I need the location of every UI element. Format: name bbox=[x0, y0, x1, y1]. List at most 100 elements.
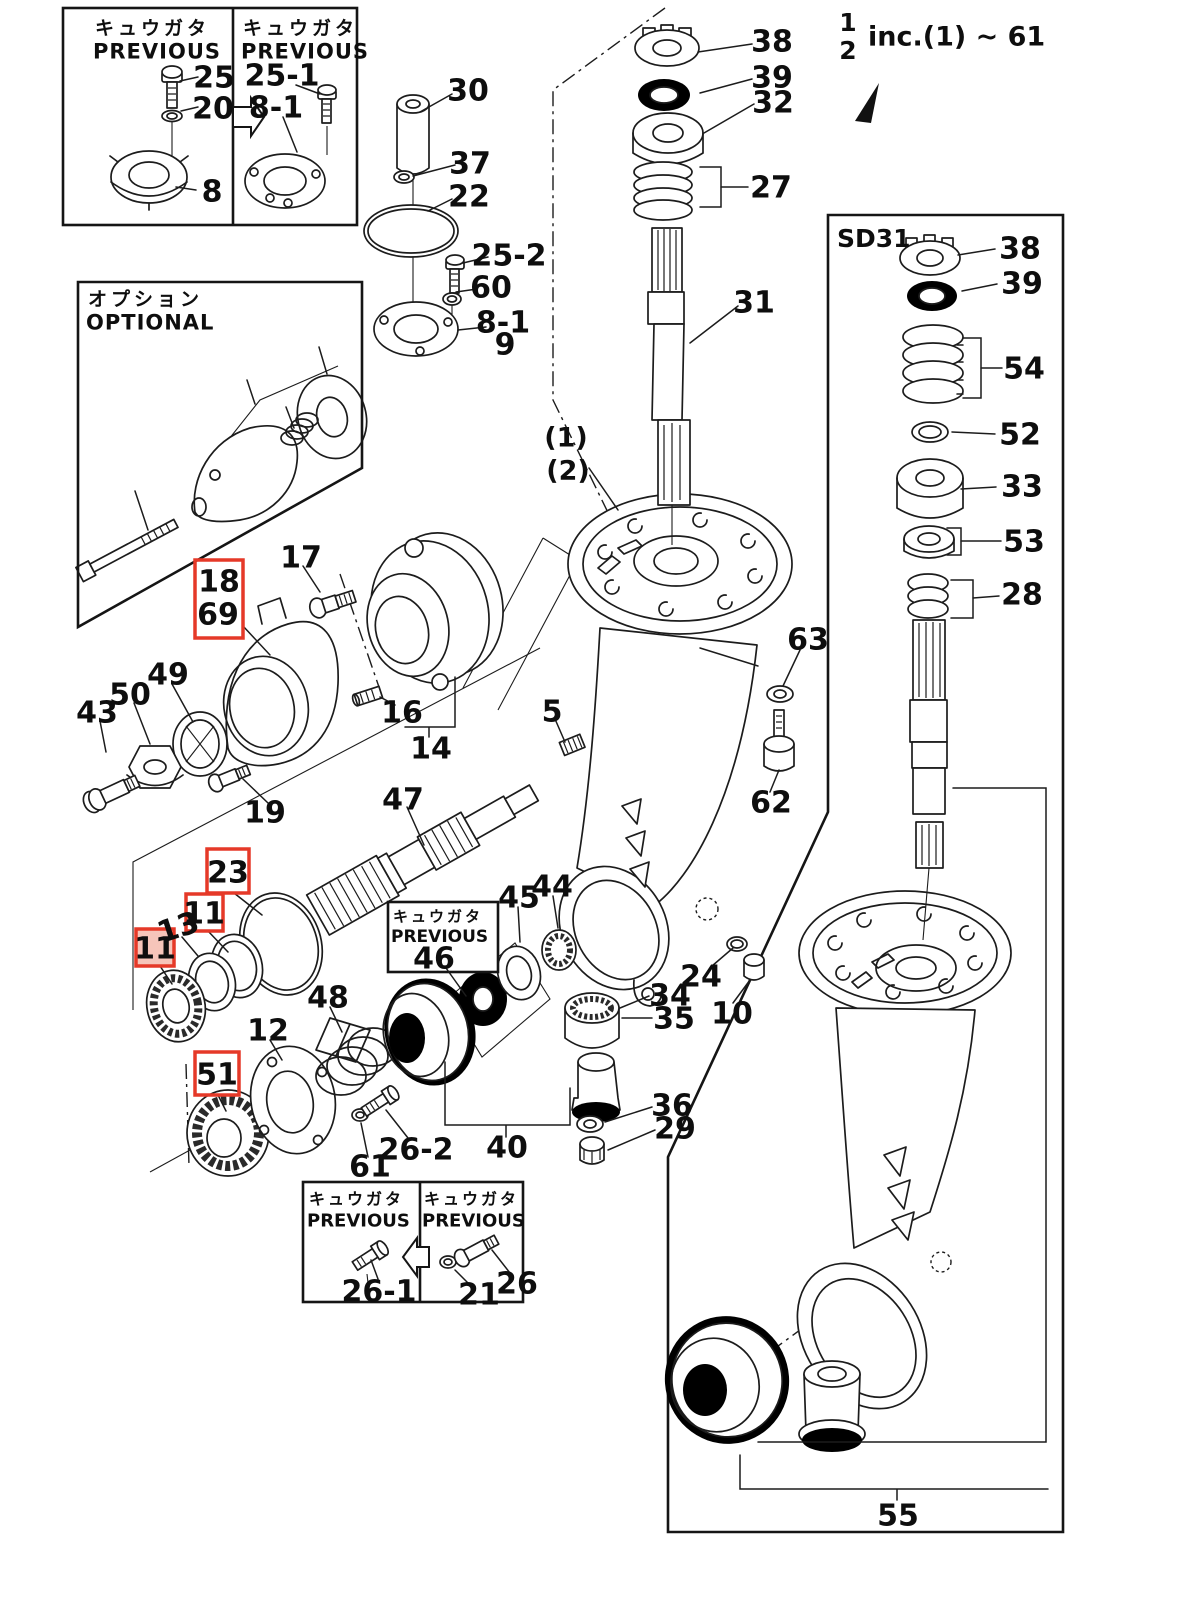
previous-arrow-right bbox=[232, 94, 266, 140]
part-label-prev1-en: PREVIOUS bbox=[93, 39, 221, 63]
right-housing bbox=[796, 867, 1012, 1440]
part-label-11-lower: 11 bbox=[134, 932, 176, 967]
castle-nut-38 bbox=[634, 24, 700, 67]
gasket-plate-12 bbox=[249, 1045, 337, 1155]
part-label-20: 20 bbox=[192, 92, 234, 127]
bearing-32 bbox=[632, 112, 704, 165]
part-label-69: 69 bbox=[197, 598, 239, 633]
part-label-43: 43 bbox=[76, 696, 118, 731]
part-label-14: 14 bbox=[410, 732, 452, 767]
plug-10 bbox=[743, 953, 765, 981]
sd-castle-nut-38 bbox=[899, 234, 961, 276]
part-label-35: 35 bbox=[653, 1002, 695, 1037]
bushing-55 bbox=[798, 1360, 866, 1452]
washer-63 bbox=[766, 685, 794, 703]
part-label-21: 21 bbox=[458, 1278, 500, 1313]
part-label-54: 54 bbox=[1003, 352, 1045, 387]
gland-nut-8 bbox=[109, 150, 189, 211]
plate-8-1 bbox=[244, 153, 326, 209]
part-label-frac-2: 2 bbox=[839, 36, 856, 65]
part-label-18: 18 bbox=[198, 565, 240, 600]
part-label-26-1: 26-1 bbox=[341, 1275, 416, 1310]
part-label-paren-1: (1) bbox=[544, 422, 587, 453]
part-label-11-upper: 11 bbox=[183, 897, 225, 932]
part-label-prev46-en: PREVIOUS bbox=[391, 927, 488, 947]
highlight-box-11-lower[interactable] bbox=[134, 927, 176, 968]
washer-20 bbox=[161, 109, 183, 123]
part-label-27: 27 bbox=[750, 171, 792, 206]
part-label-51: 51 bbox=[196, 1058, 238, 1093]
ring-37 bbox=[393, 170, 415, 184]
plate-9 bbox=[373, 301, 459, 357]
part-label-36: 36 bbox=[651, 1089, 693, 1124]
stud-68 bbox=[75, 518, 179, 583]
part-label-prevb1-en: PREVIOUS bbox=[307, 1210, 410, 1231]
highlight-box-23[interactable] bbox=[205, 847, 251, 895]
part-label-9: 9 bbox=[495, 328, 516, 363]
part-label-22: 22 bbox=[448, 180, 490, 215]
ring-24 bbox=[726, 936, 748, 952]
bolt-26 bbox=[453, 1234, 500, 1268]
highlight-box-18-69[interactable] bbox=[193, 558, 245, 640]
part-label-prevb2-jp: キュウガタ bbox=[424, 1190, 519, 1209]
part-label-sd31: SD31 bbox=[837, 224, 911, 253]
highlight-box-51[interactable] bbox=[193, 1050, 241, 1097]
bolt-26-2 bbox=[360, 1085, 400, 1118]
part-label-23: 23 bbox=[207, 856, 249, 891]
part-label-62: 62 bbox=[750, 786, 792, 821]
bolt-25 bbox=[161, 65, 183, 158]
part-label-prev46-jp: キュウガタ bbox=[393, 907, 483, 925]
seal-49 bbox=[172, 711, 228, 777]
part-label-5: 5 bbox=[542, 695, 563, 730]
flange-bolt-holes bbox=[597, 512, 763, 617]
bearing-51 bbox=[186, 1089, 270, 1177]
spring-66 bbox=[280, 412, 319, 446]
pinion-shaft-47 bbox=[305, 784, 540, 936]
part-label-46: 46 bbox=[413, 942, 455, 977]
part-label-opt-en: OPTIONAL bbox=[86, 310, 214, 334]
label-layer: キュウガタPREVIOUSキュウガタPREVIOUSオプションOPTIONALキ… bbox=[76, 8, 1045, 1534]
part-label-31: 31 bbox=[733, 286, 775, 321]
part-label-29: 29 bbox=[654, 1112, 696, 1147]
bolt-25-1 bbox=[317, 84, 337, 155]
bull-gear bbox=[664, 1316, 790, 1444]
center-housing bbox=[558, 493, 793, 1007]
spring-washers-54 bbox=[902, 324, 964, 404]
bolt-26-1 bbox=[351, 1240, 390, 1293]
bolt-25-2 bbox=[445, 254, 465, 294]
bearing-34-35 bbox=[564, 992, 620, 1049]
part-label-inc-note: inc.(1) ~ 61 bbox=[868, 21, 1045, 52]
nut-50 bbox=[126, 745, 184, 789]
part-label-52: 52 bbox=[999, 418, 1041, 453]
part-label-38: 38 bbox=[751, 25, 793, 60]
bearing-11-lower bbox=[145, 969, 207, 1043]
part-label-26-2: 26-2 bbox=[378, 1133, 453, 1168]
part-label-49: 49 bbox=[147, 658, 189, 693]
washer-60 bbox=[442, 292, 462, 318]
part-label-opt-jp: オプション bbox=[88, 288, 203, 311]
highlight-box-11-upper[interactable] bbox=[184, 892, 225, 933]
part-label-48: 48 bbox=[307, 981, 349, 1016]
flange-bolt-holes-right bbox=[827, 906, 983, 1000]
part-label-16: 16 bbox=[381, 696, 423, 731]
thrust-washer-45 bbox=[496, 945, 542, 1001]
highlight-layer bbox=[134, 558, 251, 1097]
part-label-34: 34 bbox=[649, 979, 691, 1014]
spacer-30 bbox=[396, 94, 430, 312]
bearing-housing-18-69 bbox=[222, 597, 339, 767]
callout-brackets bbox=[404, 166, 1049, 1501]
part-label-24: 24 bbox=[680, 960, 722, 995]
part-label-17: 17 bbox=[280, 541, 322, 576]
note-flag-icon bbox=[855, 83, 879, 123]
sd-vertical-shaft bbox=[909, 619, 948, 869]
sd31-box bbox=[666, 213, 1065, 1534]
part-label-prev1-jp: キュウガタ bbox=[95, 18, 210, 40]
set-screw-5 bbox=[558, 733, 586, 757]
gear-sleeve bbox=[571, 1052, 621, 1122]
part-label-12: 12 bbox=[247, 1014, 289, 1049]
part-label-44: 44 bbox=[531, 870, 573, 905]
part-label-paren-2: (2) bbox=[546, 455, 589, 486]
input-shaft-31 bbox=[647, 227, 691, 506]
part-label-25-2: 25-2 bbox=[471, 239, 546, 274]
